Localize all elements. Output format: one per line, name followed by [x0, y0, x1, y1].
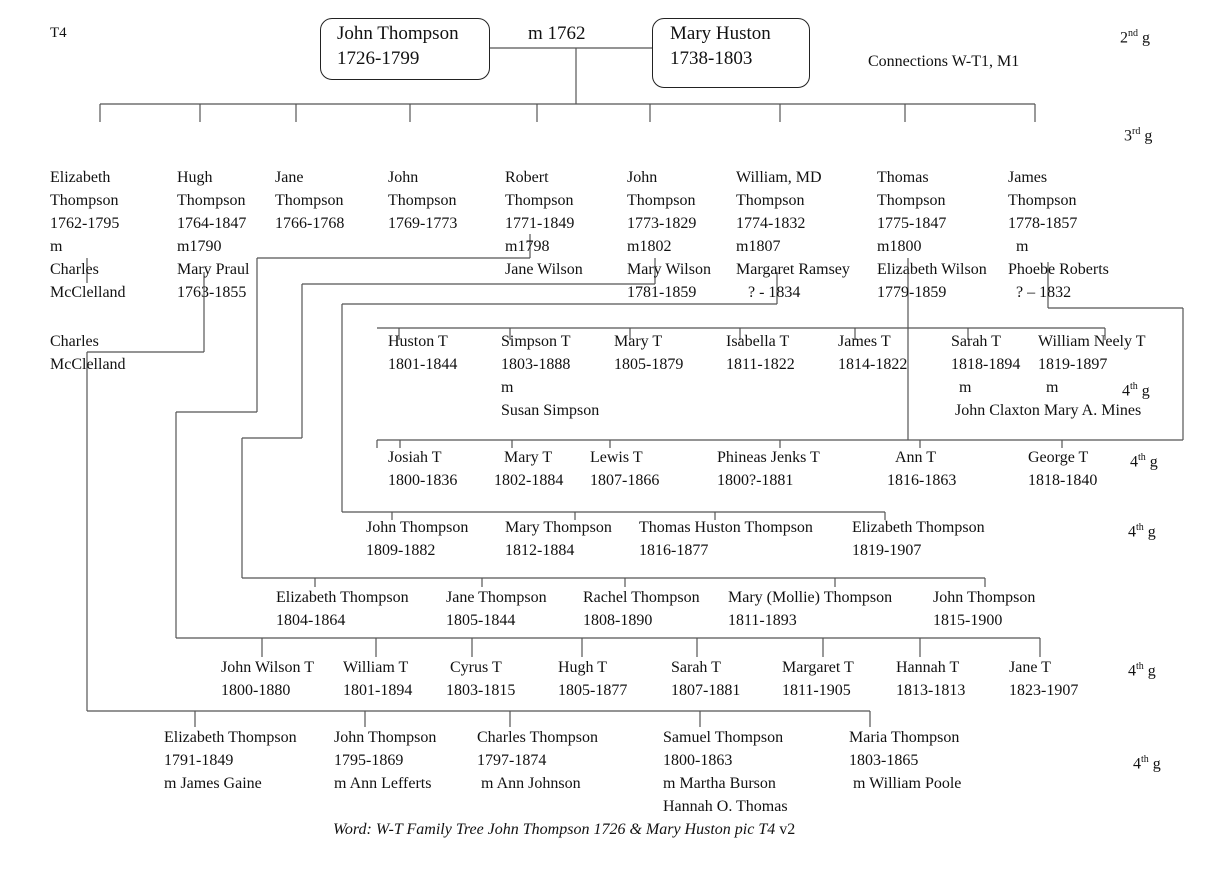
generation-label-2nd: 2nd g: [1120, 28, 1150, 47]
wife-name: Mary Huston: [670, 23, 771, 44]
generation-label-4th: 4th g: [1122, 381, 1150, 400]
footer-caption: Word: W-T Family Tree John Thompson 1726…: [333, 821, 796, 838]
page-label: T4: [50, 25, 67, 41]
james-row-spouses: John Claxton Mary A. Mines: [955, 402, 1142, 419]
husband-box: [320, 18, 490, 80]
generation-label-4th: 4th g: [1128, 522, 1156, 541]
generation-label-3rd: 3rd g: [1124, 126, 1153, 145]
connections-note: Connections W-T1, M1: [868, 53, 1020, 70]
wife-box: [652, 18, 810, 88]
wife-dates: 1738-1803: [670, 48, 753, 69]
marriage-label: m 1762: [528, 23, 586, 44]
generation-label-4th: 4th g: [1128, 661, 1156, 680]
generation-label-4th: 4th g: [1133, 754, 1161, 773]
husband-dates: 1726-1799: [337, 48, 420, 69]
husband-name: John Thompson: [337, 23, 459, 44]
generation-label-4th: 4th g: [1130, 452, 1158, 471]
